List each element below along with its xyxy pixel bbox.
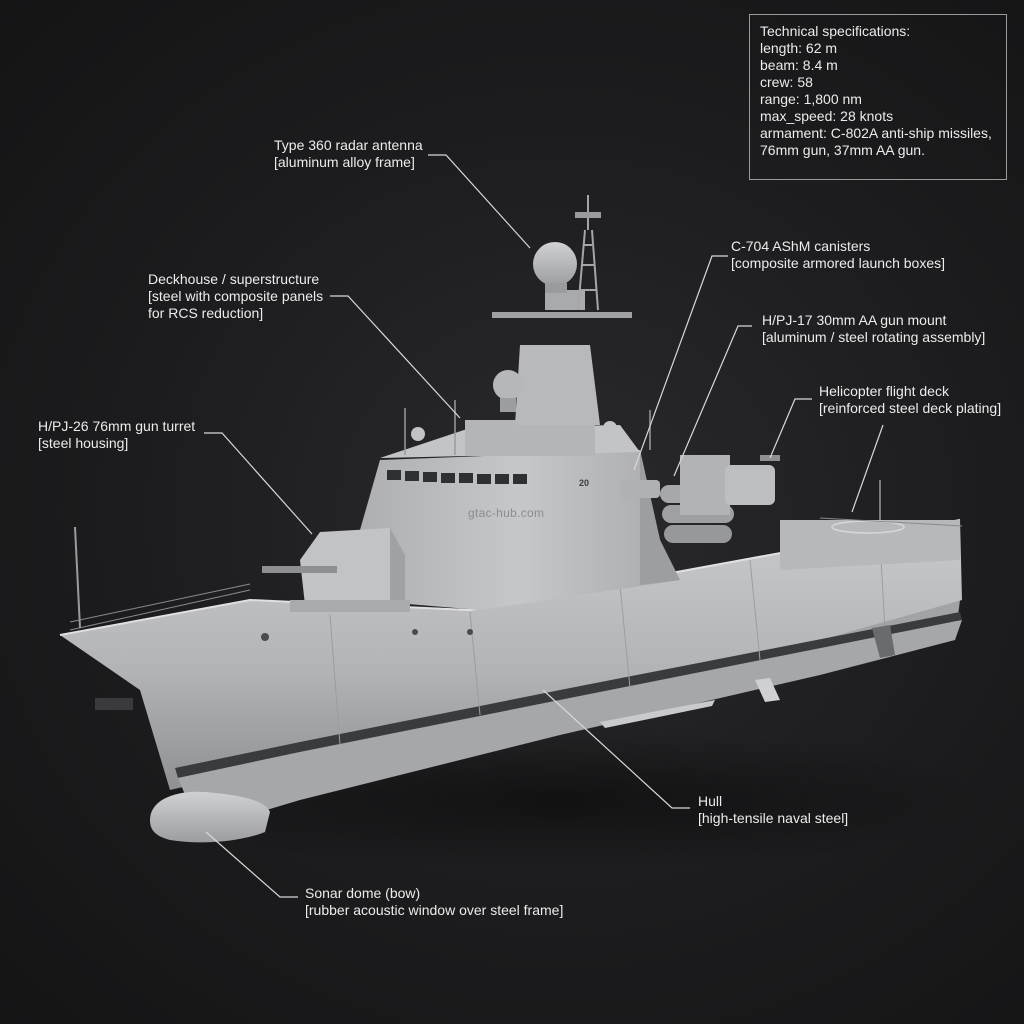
callout-flight-deck: Helicopter flight deck [reinforced steel… (819, 383, 1002, 416)
radar-base (545, 283, 567, 293)
callout-hull: Hull [high-tensile naval steel] (698, 793, 849, 826)
rudder (872, 625, 895, 658)
leader-hull (542, 689, 690, 809)
small-dome-1 (411, 427, 425, 441)
spec-armament: armament: C-802A anti-ship missiles, 76m… (760, 125, 992, 158)
spec-crew: crew: 58 (760, 74, 813, 90)
callout-aa-gun: H/PJ-17 30mm AA gun mount [aluminum / st… (762, 312, 986, 345)
mast-yard (492, 312, 632, 318)
spec-beam: beam: 8.4 m (760, 57, 838, 73)
jack-staff (74, 526, 81, 629)
bridge-windows (387, 470, 527, 484)
whip-antennas (404, 400, 881, 525)
gun-turret-shade (390, 528, 405, 602)
mast-tower (515, 345, 600, 425)
director-base (500, 398, 516, 412)
spec-heading: Technical specifications: (760, 23, 911, 39)
aft-rail (819, 517, 963, 527)
anchor (95, 698, 133, 710)
aft-deckhouse (680, 455, 730, 515)
hull-main (60, 520, 962, 790)
callout-canisters: C-704 AShM canisters [composite armored … (731, 238, 945, 271)
mast-top-platform (575, 212, 601, 218)
spec-max-speed: max_speed: 28 knots (760, 108, 894, 124)
bow-rail (69, 589, 251, 631)
small-dome-2 (603, 421, 617, 435)
fire-control-director (493, 370, 523, 400)
radar-dome (533, 242, 577, 286)
bilge-keel (600, 700, 715, 728)
portholes (261, 629, 473, 641)
leader-flight-deck-2 (851, 424, 884, 513)
stabilizer-fin (755, 678, 780, 702)
superstructure-shade (640, 450, 680, 585)
spec-box: Technical specifications: length: 62 m b… (749, 14, 1007, 180)
mast-platform (545, 290, 585, 310)
callout-gun-turret: H/PJ-26 76mm gun turret [steel housing] (38, 418, 196, 451)
leader-gun-turret (204, 432, 313, 535)
spec-length: length: 62 m (760, 40, 838, 56)
leader-sonar (205, 831, 298, 898)
hull-number: 20 (579, 478, 590, 488)
leader-flight-deck (769, 398, 812, 459)
callout-radar: Type 360 radar antenna [aluminum alloy f… (274, 137, 423, 170)
leader-canisters (633, 255, 728, 471)
hull-panel-lines (329, 539, 886, 746)
leader-deckhouse (330, 295, 461, 419)
aa-gun-mount-shape (725, 465, 775, 505)
callout-sonar: Sonar dome (bow) [rubber acoustic window… (305, 885, 564, 918)
lattice-mast (577, 195, 599, 311)
gun-turret-shape (300, 528, 405, 605)
watermark: gtac-hub.com (468, 506, 545, 520)
hull-waterline (175, 612, 962, 778)
leader-lines (204, 154, 884, 898)
leader-aa-gun (673, 325, 752, 477)
flight-deck-shape (780, 520, 960, 570)
callout-deckhouse: Deckhouse / superstructure [steel with c… (148, 271, 324, 321)
sonar-dome-shape (150, 791, 270, 843)
bridge-block (465, 420, 595, 456)
hull-bottom (178, 620, 962, 830)
superstructure (360, 450, 680, 610)
gun-barrel (262, 566, 337, 573)
bow-rail-2 (69, 583, 251, 623)
gun-base (290, 600, 410, 612)
leader-radar (428, 154, 531, 249)
spec-range: range: 1,800 nm (760, 91, 862, 107)
